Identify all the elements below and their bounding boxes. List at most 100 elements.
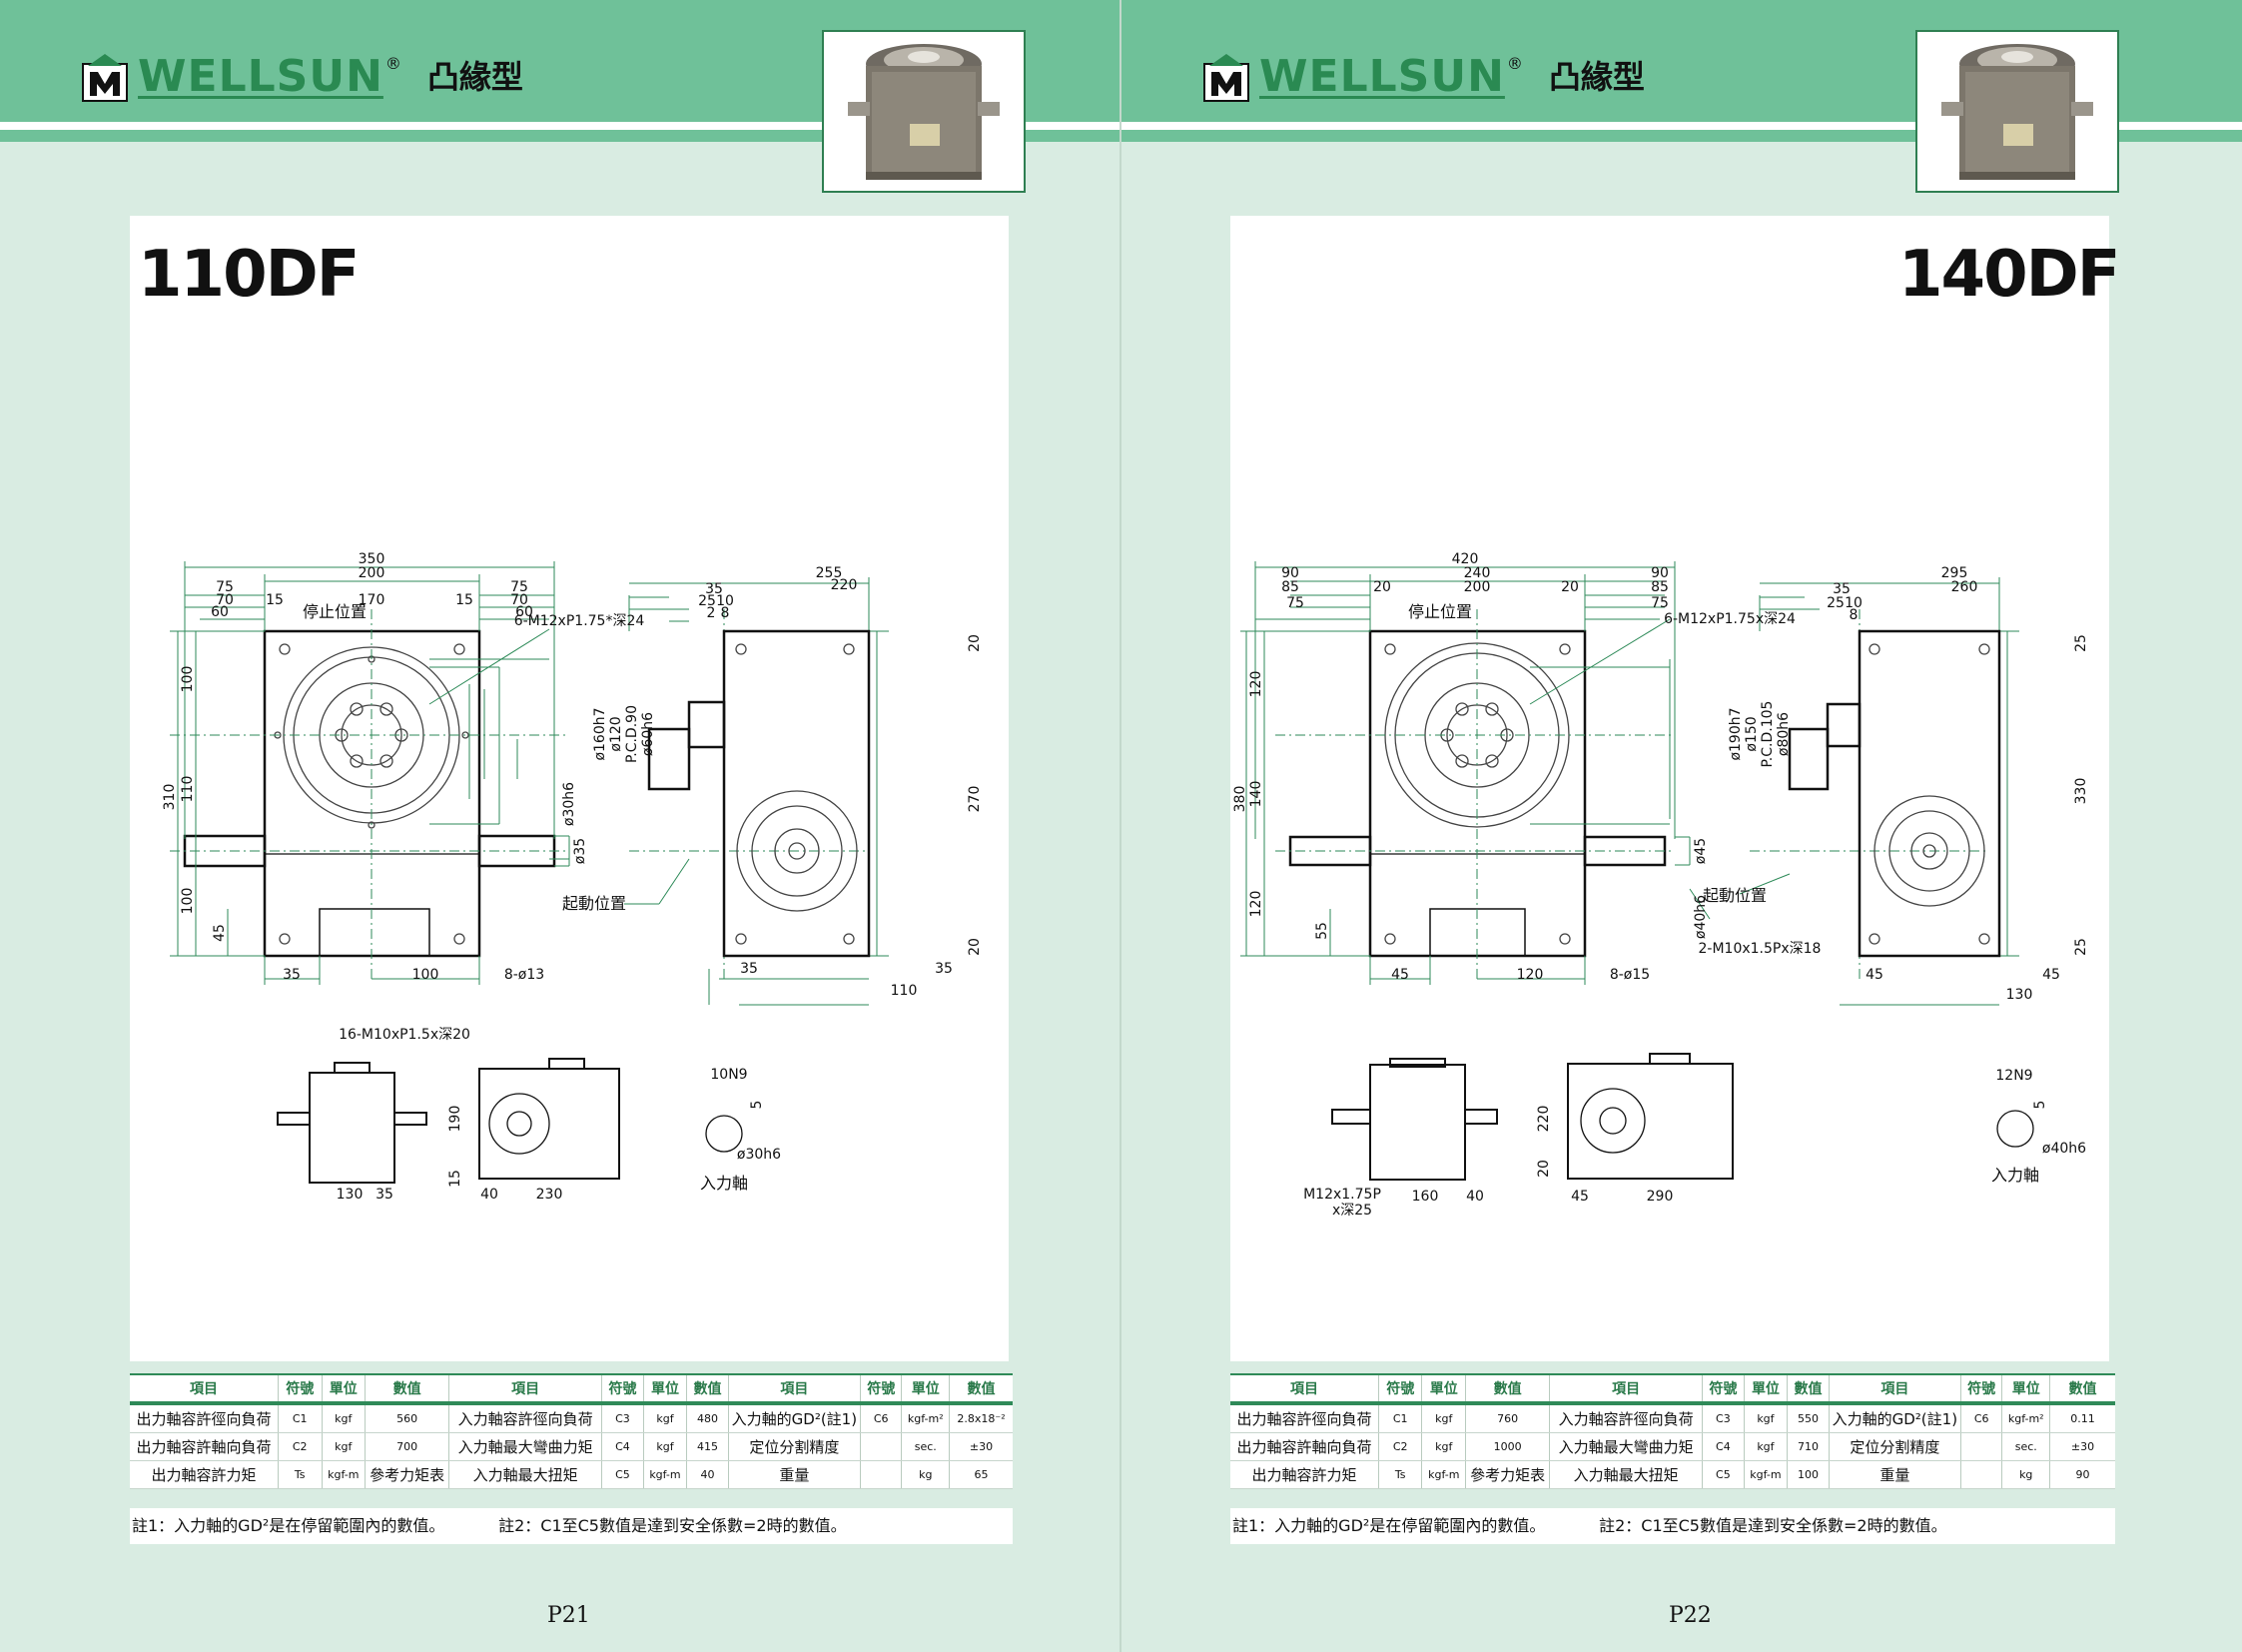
cell: 90 (2049, 1460, 2115, 1489)
cell: Ts (1377, 1460, 1422, 1489)
page-right: WELLSUN ® 凸緣型 140DF (1121, 0, 2242, 1652)
cell: kg (2001, 1460, 2050, 1489)
dim-side-20b: 20 (967, 938, 983, 956)
dim-labels: 350 200 75 75 70 70 15 15 170 60 60 310 … (162, 551, 983, 999)
cell: ±30 (2049, 1432, 2115, 1461)
dim-side-b45b: 45 (2042, 967, 2060, 983)
dim-100a: 100 (180, 666, 196, 693)
model-title: 110DF (138, 238, 360, 312)
dim-220: 220 (831, 577, 858, 593)
dim-bottom-45: 45 (1391, 967, 1409, 983)
cell: C4 (601, 1432, 644, 1461)
dim-labels: 420 240 90 90 85 85 20 20 200 75 75 380 … (1232, 551, 2089, 1003)
small-views (1331, 1053, 2034, 1181)
cell: kgf (1743, 1432, 1788, 1461)
cell: C2 (1377, 1432, 1422, 1461)
small-tap-b: x深25 (1332, 1203, 1372, 1219)
dim-dia-c: ø80h6 (1776, 712, 1792, 756)
footnotes: 註1：入力軸的GD²是在停留範圍內的數值。 註2：C1至C5數值是達到安全係數=… (1230, 1508, 2115, 1544)
model-title: 140DF (1898, 238, 2120, 312)
dim-60a: 60 (211, 604, 229, 620)
dim-85a: 85 (1281, 579, 1299, 595)
cell (859, 1432, 902, 1461)
table-row: 出力軸容許徑向負荷 C1 kgf 560 入力軸容許徑向負荷 C3 kgf 48… (130, 1403, 1013, 1433)
cell: kgf (642, 1403, 687, 1433)
dim-380: 380 (1232, 786, 1248, 813)
dim-bottom-35: 35 (283, 967, 301, 983)
dim-330: 330 (2073, 778, 2089, 805)
cell: 入力軸最大彎曲力矩 (1549, 1432, 1703, 1461)
col-unit: 單位 (1421, 1373, 1466, 1405)
cell: C1 (1377, 1403, 1422, 1433)
cell: sec. (2001, 1432, 2050, 1461)
dim-200: 200 (1464, 579, 1491, 595)
cell: 2.8x18⁻² (949, 1403, 1013, 1433)
small-160: 160 (1412, 1189, 1439, 1205)
label-start: 起動位置 (562, 894, 626, 913)
cell: 入力軸容許徑向負荷 (1549, 1403, 1703, 1433)
key-size: 12N9 (1995, 1068, 2032, 1084)
small-views (277, 1058, 743, 1184)
cell: kgf-m (321, 1460, 366, 1489)
side-details (1868, 643, 1990, 945)
page-number: P22 (1669, 1603, 1712, 1628)
cell (1959, 1432, 2002, 1461)
note-1: 註1：入力軸的GD²是在停留範圍內的數值。 (132, 1516, 445, 1535)
cell: C2 (277, 1432, 322, 1461)
table-row: 出力軸容許力矩 Ts kgf-m 參考力矩表 入力軸最大扭矩 C5 kgf-m … (1230, 1460, 2115, 1489)
dim-120b: 120 (1248, 891, 1264, 918)
cell: Ts (277, 1460, 322, 1489)
dim-130-bottom: 130 (2006, 987, 2033, 1003)
dim-60b: 60 (515, 604, 533, 620)
centerlines (170, 609, 869, 979)
side-details (735, 643, 858, 945)
dim-side-25b: 25 (2073, 938, 2089, 956)
col-item: 項目 (1230, 1373, 1379, 1405)
cell: C4 (1702, 1432, 1745, 1461)
dim-side-2: 2 (707, 605, 716, 621)
key-size: 10N9 (710, 1067, 747, 1083)
dim-side-25: 25 (698, 593, 716, 609)
note-2: 註2：C1至C5數值是達到安全係數=2時的數值。 (498, 1516, 847, 1535)
dim-tap: 6-M12xP1.75*深24 (514, 613, 645, 629)
label-start: 起動位置 (1703, 886, 1767, 905)
cell: 入力軸最大扭矩 (1549, 1460, 1703, 1489)
col-unit: 單位 (321, 1373, 366, 1405)
label-stop: 停止位置 (303, 602, 367, 621)
small-15: 15 (447, 1170, 463, 1188)
dim-200: 200 (359, 565, 385, 581)
small-20: 20 (1536, 1160, 1552, 1178)
dim-dia-b: ø120 (608, 716, 624, 751)
col-value: 數值 (2049, 1373, 2115, 1405)
note-2: 註2：C1至C5數值是達到安全係數=2時的數值。 (1599, 1516, 1947, 1535)
dim-bottom-100: 100 (412, 967, 439, 983)
key-dia: ø40h6 (2042, 1141, 2086, 1157)
input-shaft-label: 入力軸 (1991, 1166, 2039, 1185)
series-title: 凸緣型 (1548, 58, 1645, 96)
small-190: 190 (447, 1106, 463, 1133)
cell: 700 (365, 1432, 449, 1461)
dim-100b: 100 (180, 888, 196, 915)
technical-drawing: 420 240 90 90 85 85 20 20 200 75 75 380 … (1232, 551, 2089, 1219)
cell: 入力軸的GD²(註1) (1828, 1403, 1961, 1433)
spec-table: 項目 符號 單位 數值 項目 符號 單位 數值 項目 符號 單位 數值 出力軸容… (1230, 1373, 2115, 1489)
cell: 重量 (727, 1460, 861, 1489)
dim-270: 270 (967, 786, 983, 813)
cell: kgf (321, 1432, 366, 1461)
cell (859, 1460, 902, 1489)
table-row: 出力軸容許軸向負荷 C2 kgf 1000 入力軸最大彎曲力矩 C4 kgf 7… (1230, 1432, 2115, 1461)
cell: C6 (1959, 1403, 2002, 1433)
dim-55: 55 (1314, 922, 1330, 940)
product-photo (822, 30, 1026, 193)
cell: C3 (1702, 1403, 1745, 1433)
cell: C1 (277, 1403, 322, 1433)
dim-110-bottom: 110 (891, 983, 918, 999)
dim-side-20a: 20 (967, 634, 983, 652)
cell: ±30 (949, 1432, 1013, 1461)
dim-side-35: 35 (1833, 581, 1851, 597)
col-symbol: 符號 (859, 1373, 902, 1405)
table-row: 出力軸容許徑向負荷 C1 kgf 760 入力軸容許徑向負荷 C3 kgf 55… (1230, 1403, 2115, 1433)
dimension-lines (170, 561, 889, 1006)
dim-side-10: 10 (1845, 595, 1863, 611)
